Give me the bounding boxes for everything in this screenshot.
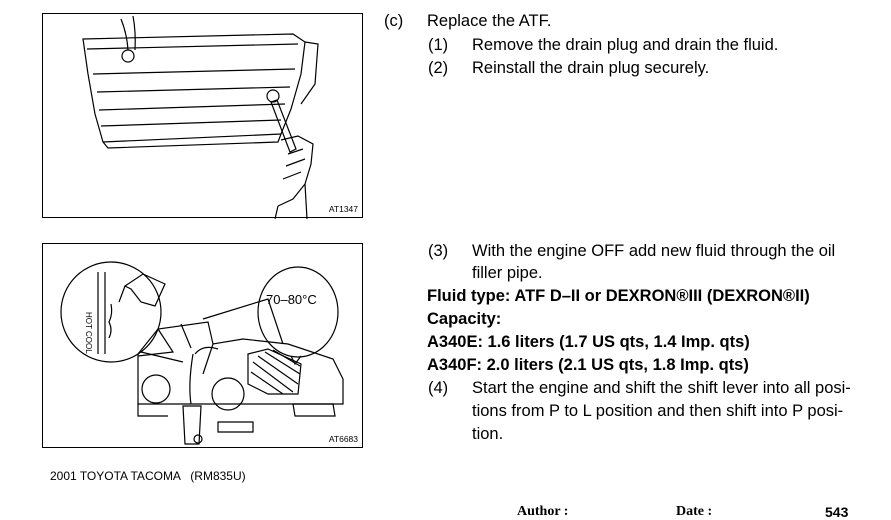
step-3-line1: With the engine OFF add new fluid throug… [472, 242, 836, 260]
date-label: Date : [676, 504, 713, 519]
step-c-marker: (c) [384, 12, 404, 30]
step-4-line1: Start the engine and shift the shift lev… [472, 379, 851, 397]
figure-code: AT1347 [328, 204, 358, 214]
figure-code: AT6683 [328, 434, 358, 444]
step-2-num: (2) [428, 59, 449, 77]
step-1-num: (1) [428, 36, 449, 54]
oil-pan-illustration [82, 15, 319, 219]
step-4-line2: tions from P to L position and then shif… [472, 402, 844, 420]
page-number: 543 [825, 504, 849, 520]
step-4-line3: tion. [472, 425, 504, 443]
step-c-text: Replace the ATF. [427, 12, 552, 30]
step-3-line2: filler pipe. [472, 264, 543, 282]
temperature-label: 70–80°C [266, 292, 317, 307]
refill-illustration [60, 261, 344, 445]
fluid-type: Fluid type: ATF D–II or DEXRON®III (DEXR… [427, 287, 810, 305]
figure-fill-fluid: 70–80°C HOT COOL AT6683 [42, 243, 363, 448]
step-3-num: (3) [428, 242, 449, 260]
footer-model: 2001 TOYOTA TACOMA (RM835U) [50, 469, 246, 483]
dipstick-label: HOT COOL [84, 312, 93, 354]
figure-drain-plug: AT1347 [42, 13, 363, 219]
author-label: Author : [517, 504, 569, 519]
capacity-a340f: A340F: 2.0 liters (2.1 US qts, 1.8 Imp. … [427, 356, 749, 374]
capacity-label: Capacity: [427, 310, 502, 328]
step-4-num: (4) [428, 379, 449, 397]
step-2-text: Reinstall the drain plug securely. [472, 59, 710, 77]
step-1-text: Remove the drain plug and drain the flui… [472, 36, 779, 54]
capacity-a340e: A340E: 1.6 liters (1.7 US qts, 1.4 Imp. … [427, 333, 750, 351]
